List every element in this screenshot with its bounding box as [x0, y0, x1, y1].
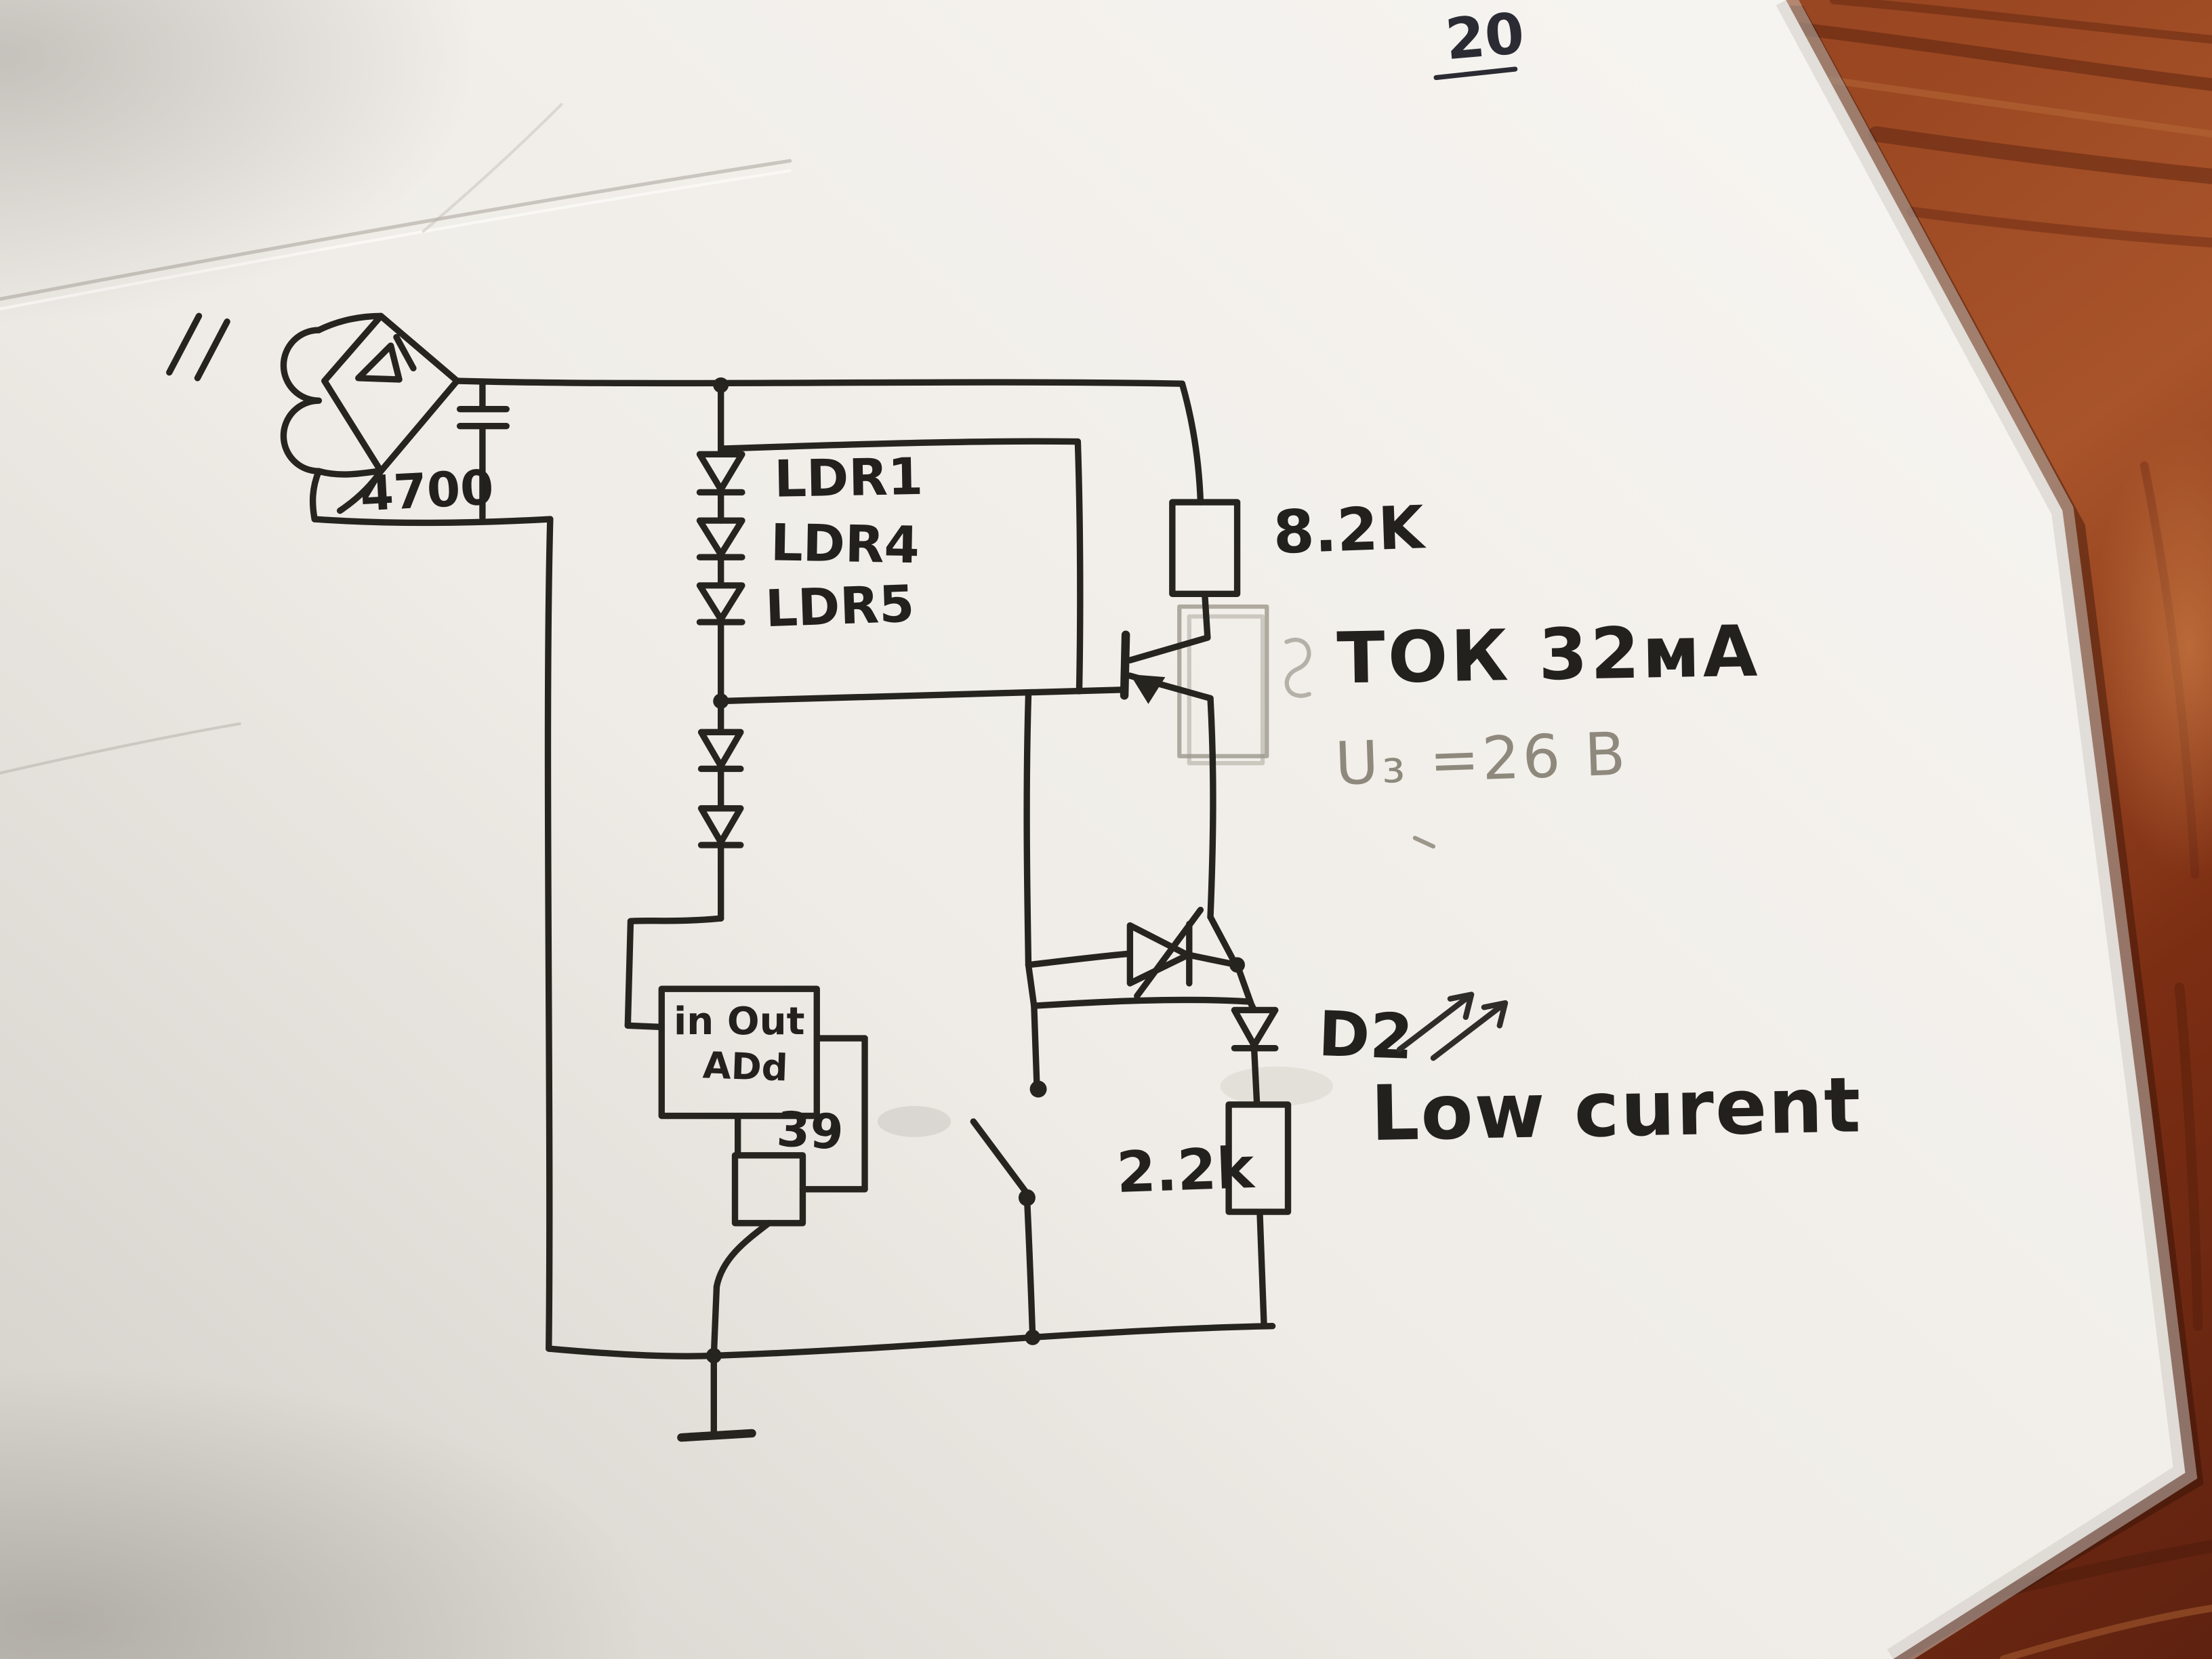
diode-triangle	[697, 805, 744, 846]
cathode-wire	[1186, 951, 1241, 968]
ic-label-line1: in Out	[674, 1000, 804, 1044]
top-bus-wire	[453, 377, 1186, 387]
voltage-note-text: U₃ =26 B	[1334, 719, 1629, 798]
d2-triangle	[1231, 1006, 1279, 1049]
emitter-rail	[1207, 695, 1216, 920]
base-wire	[718, 687, 1124, 705]
d2-label: D2	[1317, 998, 1414, 1073]
sense-top-wire	[720, 438, 1082, 452]
gate-horizontal-wire	[1031, 996, 1252, 1009]
resistor-lead-bottom	[1256, 1208, 1267, 1330]
page-number: 20	[1443, 1, 1527, 73]
junction-dot	[1229, 957, 1246, 973]
bottom-left-wire	[311, 516, 554, 527]
thyristor-gate-slash	[1134, 906, 1204, 1000]
ic-label-line2: ADd	[702, 1044, 789, 1089]
paper-shading	[0, 0, 1334, 1659]
resistor-lead-top	[1179, 380, 1204, 506]
wire	[1023, 1194, 1036, 1341]
ac-tick-2	[194, 318, 230, 382]
ground-bar	[677, 1429, 756, 1442]
bridge-bottom-stub	[336, 468, 384, 514]
diode-triangle	[697, 729, 744, 770]
resistor-8k2-label: 8.2K	[1272, 493, 1427, 567]
sense-loop	[718, 438, 1124, 705]
diode-triangle	[696, 451, 745, 493]
collector-wire	[1126, 634, 1211, 663]
ac-transformer	[166, 312, 384, 478]
diode-triangle	[696, 582, 745, 623]
coil-top-lead	[315, 312, 384, 333]
left-drop-wire	[309, 468, 323, 523]
circuit-drawing: 4700 LDR1 LDR4 LDR5	[166, 312, 1863, 1442]
page-number-underline	[1433, 66, 1518, 81]
wire	[1025, 962, 1038, 1009]
low-current-note: Low curent	[1370, 1061, 1863, 1158]
bridge-diode-triangle	[355, 342, 403, 383]
diode-triangle	[696, 517, 745, 558]
emphasis-arrow-2	[1430, 1000, 1509, 1061]
emitter-arrow	[1130, 674, 1166, 704]
switch-branch	[970, 962, 1252, 1341]
wire	[624, 1022, 665, 1031]
top-resistor: 8.2K	[1169, 380, 1427, 641]
left-rail-wire	[544, 516, 554, 1352]
page-number-group: 20	[1433, 1, 1527, 81]
regulator-ic: in Out ADd 39	[624, 915, 868, 1442]
sense-vertical-wire	[1074, 438, 1084, 695]
wire	[1031, 1002, 1040, 1090]
diode-label-3: LDR5	[764, 574, 916, 639]
pencil-annotations: U₃ =26 B	[1177, 604, 1629, 849]
wire	[627, 915, 724, 924]
bottom-bus-wire	[546, 1323, 1276, 1359]
anode-wire	[1025, 950, 1134, 968]
wire	[710, 1220, 773, 1359]
bridge-diode-bar	[393, 333, 417, 371]
diode-label-2: LDR4	[770, 512, 920, 575]
mid-vertical-wire	[1023, 691, 1032, 968]
pencil-dash	[1412, 836, 1436, 849]
pencil-scribble	[1284, 638, 1311, 698]
transformer-coil	[280, 327, 323, 474]
diode-label-1: LDR1	[774, 447, 924, 509]
coil-bottom-lead	[315, 468, 382, 478]
diode-chain-upper: LDR1 LDR4 LDR5	[696, 382, 924, 705]
pencil-resistor-box	[1177, 604, 1269, 758]
smudge	[1220, 1066, 1334, 1106]
emitter-join-wire	[1207, 914, 1238, 966]
switch-lever	[970, 1118, 1031, 1197]
ac-tick-1	[166, 312, 203, 376]
wire	[624, 918, 634, 1029]
wire	[1250, 1044, 1261, 1108]
thyristor	[1023, 691, 1255, 1008]
base-bar	[1120, 630, 1130, 700]
current-note: ТОК 32мА	[1336, 610, 1761, 700]
paper-edge-shade	[1776, 0, 2198, 1659]
emphasis-arrow-1	[1396, 991, 1475, 1052]
d2-branch: D2 Low curent 2.2k	[1115, 991, 1863, 1330]
diode-chain-lower	[697, 697, 744, 922]
transistor	[1120, 630, 1216, 920]
resistor-2k2-label: 2.2k	[1115, 1135, 1256, 1206]
resistor-lead-bottom	[1202, 590, 1211, 641]
smudge	[877, 1106, 951, 1137]
resistor-39-label: 39	[775, 1101, 845, 1160]
switch-contact-top	[1029, 1080, 1047, 1098]
wood-highlight	[2091, 423, 2212, 875]
